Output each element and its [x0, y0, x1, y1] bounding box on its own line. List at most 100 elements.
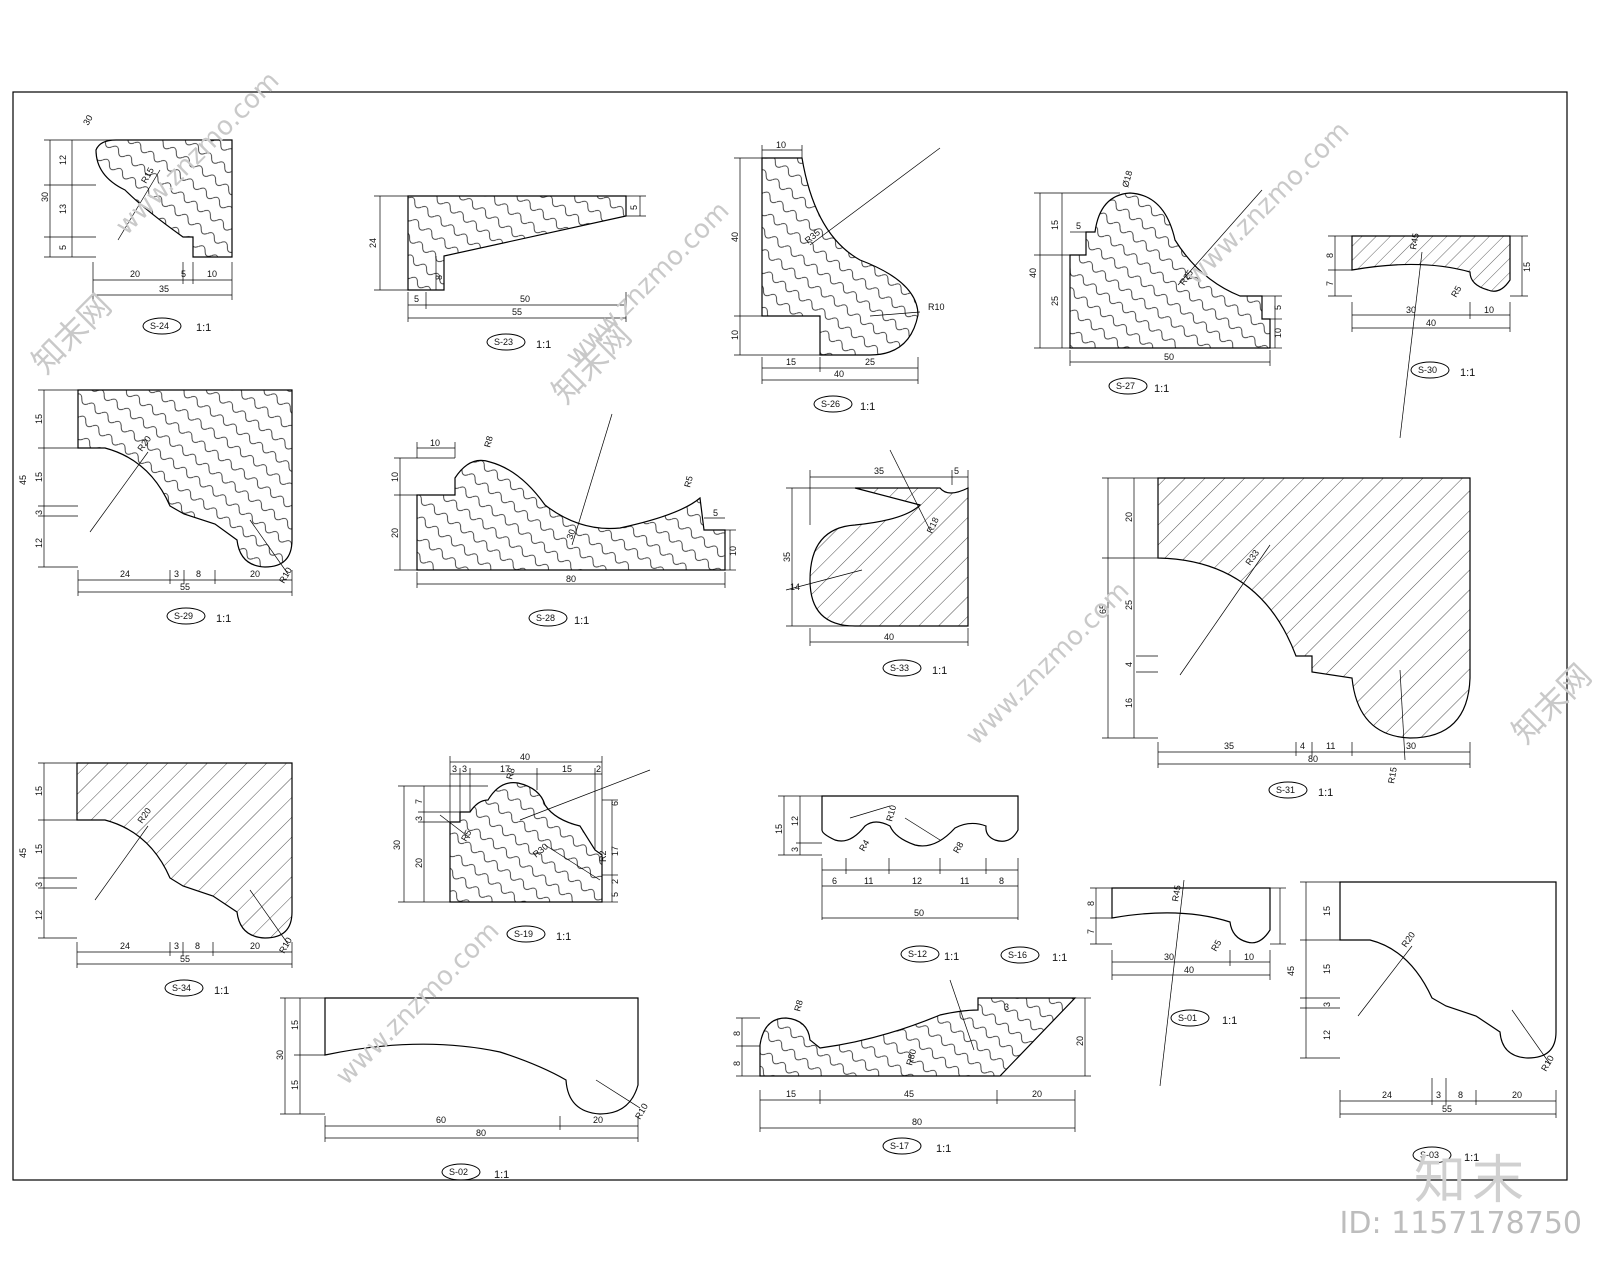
s24-dim-3: 30	[40, 192, 50, 202]
s23-dim-2: 5	[629, 205, 639, 210]
s29-tag: S-29	[174, 611, 193, 621]
s29-dim-6: 3	[174, 569, 179, 579]
s30-dim-7: R5	[1449, 284, 1463, 299]
s31-dim-9: 80	[1308, 754, 1318, 764]
s03-dim-1: 15	[1322, 964, 1332, 974]
s02-dim-1: 15	[290, 1080, 300, 1090]
s12-dim-4: 11	[864, 876, 873, 886]
s27-dim-5: 10	[1273, 328, 1283, 338]
s26-dim-6: 25	[865, 357, 875, 367]
s19-tag: S-19	[514, 929, 533, 939]
s34-dim-8: 20	[250, 941, 260, 951]
s31-dim-2: 4	[1124, 662, 1134, 667]
s19-dim-11: 17	[610, 846, 620, 856]
s19-dim-9: 30	[392, 840, 402, 850]
s12-dim-0: 12	[790, 816, 800, 826]
s19-dim-1: 3	[452, 764, 457, 774]
profile-s01: 8 7 30 10 40 R45 R5 S-01 1:1	[1086, 879, 1286, 1087]
s19-dim-13: 5	[610, 892, 620, 897]
s33-dim-3: 14	[790, 582, 800, 592]
s34-dim-6: 3	[174, 941, 179, 951]
s03-dim-7: 8	[1458, 1090, 1463, 1100]
s30-scale: 1:1	[1460, 367, 1475, 379]
s19-dim-10: 6	[610, 801, 620, 806]
s23-tag: S-23	[494, 337, 513, 347]
s17-dim-3: 3	[1004, 1002, 1009, 1012]
s30-dim-2: 15	[1522, 262, 1532, 272]
profile-s31: 20 25 4 16 65 35 4 11 30 80 R33 R15 S-31…	[1098, 477, 1471, 799]
s28-dim-8: 30	[564, 528, 577, 541]
s28-tag: S-28	[536, 613, 555, 623]
s28-dim-1: 10	[390, 472, 400, 482]
s34-dim-4: 45	[18, 848, 28, 858]
s28-dim-4: 10	[728, 546, 738, 556]
s33-scale: 1:1	[932, 665, 947, 677]
s03-dim-6: 3	[1436, 1090, 1441, 1100]
s28-dim-3: 5	[713, 508, 718, 518]
s12-dim-6: 11	[960, 876, 969, 886]
s19-dim-6: 7	[414, 799, 424, 804]
s01-tag: S-01	[1178, 1013, 1197, 1023]
s30-dim-3: 30	[1406, 305, 1416, 315]
s27-dim-1: 25	[1050, 296, 1060, 306]
s33-dim-2: 35	[782, 552, 792, 562]
s02-dim-5: 80	[476, 1128, 486, 1138]
s34-tag: S-34	[172, 983, 191, 993]
s12-dim-2: 15	[774, 824, 784, 834]
s19-dim-14: R8	[504, 767, 517, 781]
s02-scale: 1:1	[494, 1169, 509, 1181]
s02-dim-6: R10	[633, 1102, 650, 1121]
s29-dim-3: 12	[34, 538, 44, 548]
s16-scale: 1:1	[1052, 952, 1067, 964]
s26-dim-4: R10	[928, 302, 945, 312]
s31-dim-6: 4	[1300, 741, 1305, 751]
s31-dim-5: 35	[1224, 741, 1234, 751]
s24-dim-6: 10	[207, 269, 217, 279]
s03-dim-8: 20	[1512, 1090, 1522, 1100]
s31-dim-4: 65	[1098, 604, 1108, 614]
s19-dim-3: 17	[500, 764, 510, 774]
profile-s12: 12 3 15 6 11 12 11 8 50 R10 R4 R8 S-12 1…	[774, 795, 1019, 963]
s03-dim-5: 24	[1382, 1090, 1392, 1100]
s33-dim-0: 35	[874, 466, 884, 476]
s02-dim-2: 30	[275, 1050, 285, 1060]
s29-dim-2: 3	[34, 510, 44, 515]
s28-dim-0: 10	[430, 438, 440, 448]
s31-dim-7: 11	[1326, 741, 1335, 751]
s24-dim-9: 30	[81, 113, 95, 127]
s17-dim-8: R8	[792, 999, 805, 1013]
s29-dim-4: 45	[18, 475, 28, 485]
s28-dim-7: R5	[682, 475, 695, 489]
sheet-border	[12, 91, 1568, 1181]
profile-s24: 12 13 5 30 20 5 10 35 R15 30 S-24 1:1	[40, 113, 233, 335]
s24-dim-4: 20	[130, 269, 140, 279]
s31-dim-3: 16	[1124, 698, 1134, 708]
s17-dim-5: 45	[904, 1089, 914, 1099]
s24-dim-5: 5	[181, 269, 186, 279]
s33-dim-1: 5	[954, 466, 959, 476]
s19-dim-4: 15	[562, 764, 572, 774]
s01-dim-6: R5	[1209, 938, 1223, 953]
s34-dim-0: 15	[34, 786, 44, 796]
profile-s19: 40 3 3 17 15 2 7 3 20 30 6 17 2 5 R8 R5 …	[392, 752, 651, 943]
s29-dim-5: 24	[120, 569, 130, 579]
s01-dim-3: 10	[1244, 952, 1254, 962]
s19-dim-5: 2	[596, 764, 601, 774]
profile-s34: 15 15 3 12 45 24 3 8 20 55 R20 R10 S-34 …	[18, 762, 294, 997]
profile-s03: 15 15 3 12 45 24 3 8 20 55 R20 R10 S-03 …	[1286, 881, 1557, 1164]
s24-dim-0: 12	[58, 155, 68, 165]
s27-dim-4: 5	[1273, 305, 1283, 310]
s31-dim-1: 25	[1124, 600, 1134, 610]
s30-dim-1: 7	[1325, 281, 1335, 286]
s30-tag: S-30	[1418, 365, 1437, 375]
s01-dim-5: R45	[1170, 884, 1183, 902]
s24-scale: 1:1	[196, 322, 211, 334]
s26-dim-5: 15	[786, 357, 796, 367]
profile-s26: 10 40 10 R35 R10 15 25 40 S-26 1:1	[730, 140, 945, 413]
s03-scale: 1:1	[1464, 1152, 1479, 1164]
s27-dim-6: 50	[1164, 352, 1174, 362]
s17-tag: S-17	[890, 1141, 909, 1151]
s03-dim-0: 15	[1322, 906, 1332, 916]
s34-dim-7: 8	[195, 941, 200, 951]
s17-dim-9: R80	[904, 1048, 918, 1067]
